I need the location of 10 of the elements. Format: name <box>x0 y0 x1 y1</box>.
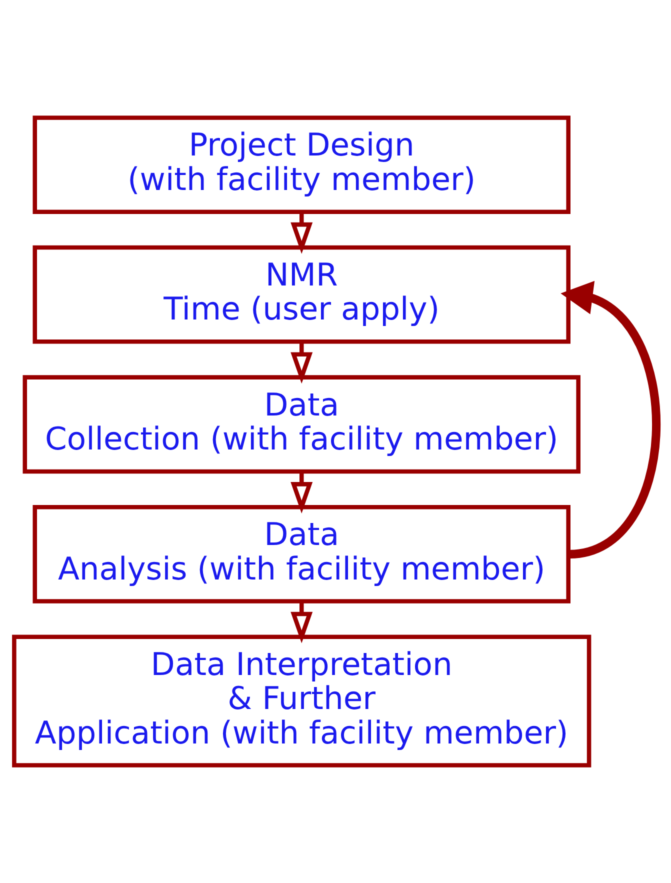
node-box: Data Collection (with facility member) <box>22 375 580 474</box>
arrow <box>290 602 313 644</box>
node-box: NMR Time (user apply) <box>32 245 570 344</box>
arrow <box>290 212 313 254</box>
arrow <box>290 342 313 384</box>
node-box: Project Design (with facility member) <box>32 116 570 214</box>
arrow <box>290 472 313 514</box>
node-box: Data Analysis (with facility member) <box>32 504 570 604</box>
node-box: Data Interpretation & Further Application (with facility member) <box>12 634 592 768</box>
arrow <box>560 280 660 558</box>
